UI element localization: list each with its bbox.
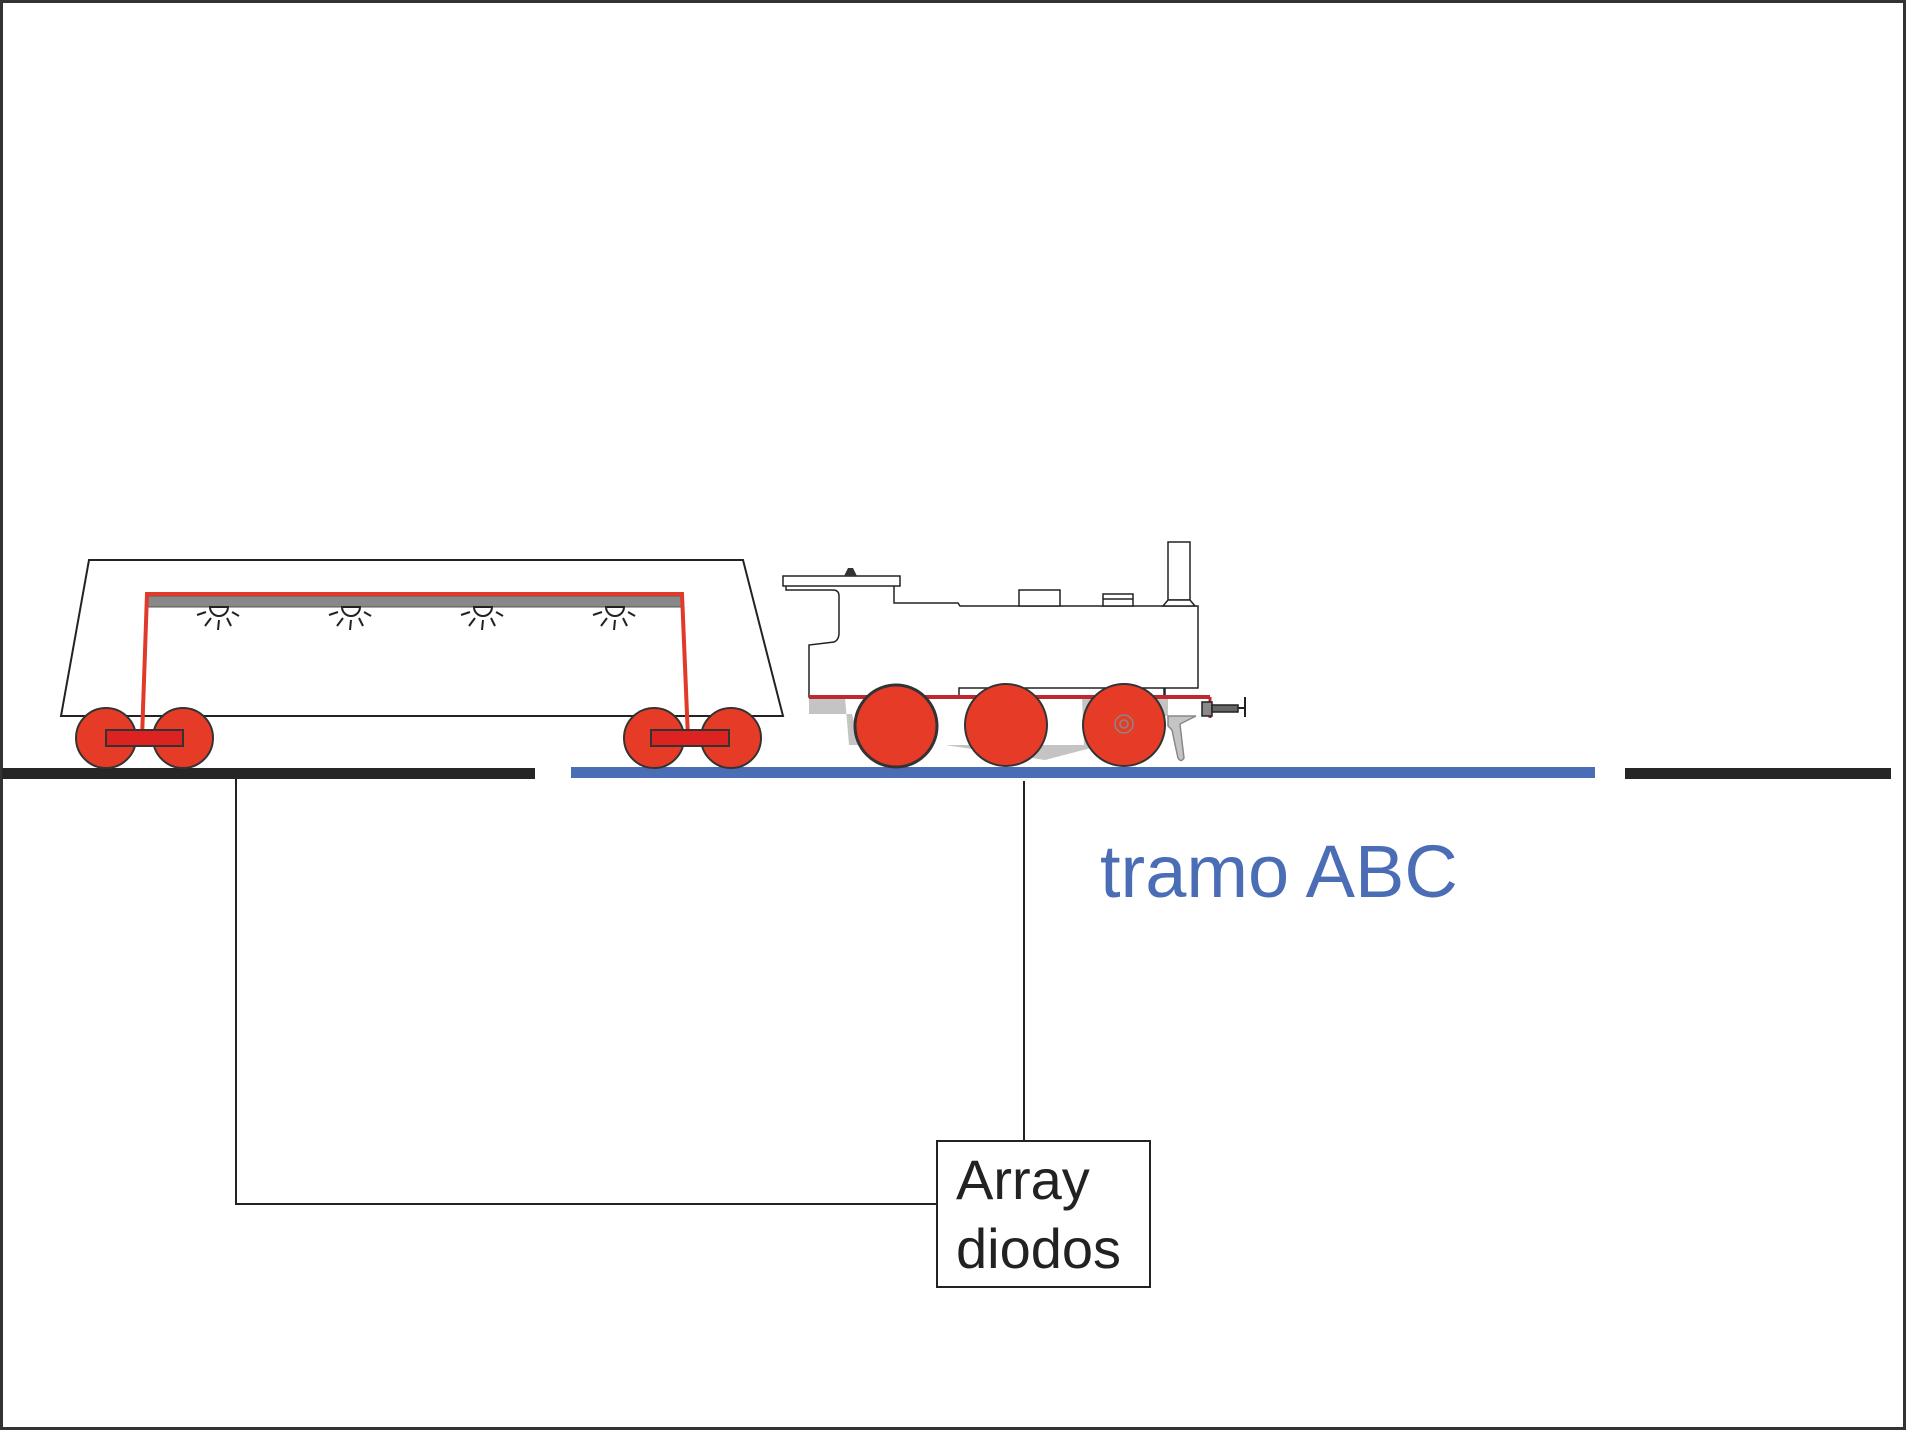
loco-cab-roof: [782, 575, 901, 587]
lamp-icon: [460, 606, 504, 631]
car-light-bar: [145, 595, 684, 608]
bogie-frame: [650, 729, 730, 747]
diode-array-box: Array diodos: [936, 1140, 1151, 1288]
lamp-icon: [592, 606, 636, 631]
lamp-icon: [196, 606, 240, 631]
car-bogie-right: [623, 707, 762, 769]
loco-sand-dome: [1018, 589, 1061, 607]
bogie-frame: [105, 729, 184, 747]
rail-right-normal: [1625, 768, 1891, 779]
wheel-icon: [964, 683, 1048, 767]
loco-steam-dome: [1102, 593, 1134, 607]
car-bogie-left: [75, 707, 214, 769]
loco-whistle: [844, 568, 857, 576]
loco-buffer-beam: [1201, 701, 1213, 717]
wheel-icon: [1082, 683, 1166, 767]
rail-left-normal: [2, 768, 535, 779]
loco-buffer: [1211, 704, 1239, 713]
loco-chimney: [1167, 541, 1191, 601]
rail-isolated-section: [571, 767, 1595, 778]
loco-body: [785, 584, 1199, 698]
wheel-hub: [1114, 714, 1134, 734]
wire-left-rail-to-box: [235, 779, 937, 1205]
track: [2, 767, 1891, 779]
diode-array-box-frame: [936, 1140, 1151, 1288]
diode-array-label-line2: diodos: [956, 1217, 1121, 1280]
wheel-hub-center: [1119, 719, 1129, 729]
wheel-icon: [853, 683, 939, 769]
passenger-car: [59, 559, 785, 769]
loco-chimney-base: [1161, 599, 1197, 607]
section-label: tramo ABC: [1100, 830, 1458, 913]
lamp-icon: [328, 606, 372, 631]
loco-cylinder: [1167, 715, 1197, 762]
diode-array-label-line1: Array: [956, 1148, 1090, 1211]
steam-locomotive: [782, 541, 1246, 769]
car-current-wire: [140, 592, 690, 739]
car-body: [59, 559, 785, 717]
wiring: [235, 779, 1025, 1205]
